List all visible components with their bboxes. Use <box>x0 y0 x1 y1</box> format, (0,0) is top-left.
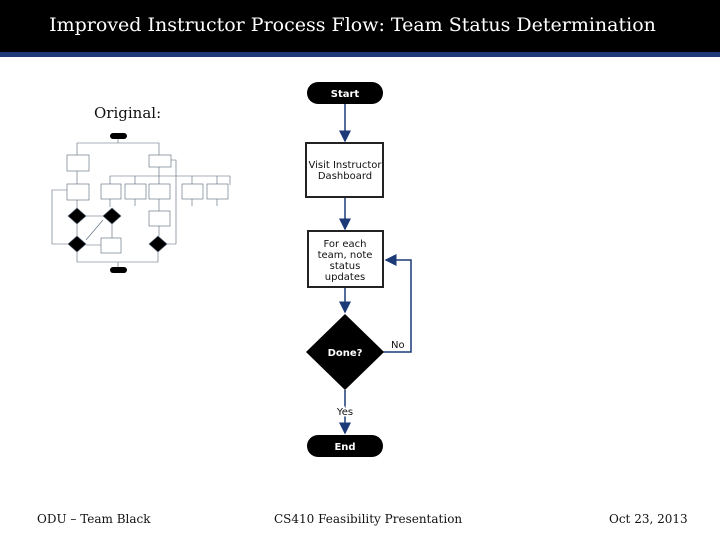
start-label: Start <box>331 89 360 100</box>
slide-title: Improved Instructor Process Flow: Team S… <box>49 14 656 36</box>
start-node <box>307 82 383 104</box>
step2-line4: updates <box>325 272 365 283</box>
step1-line2: Dashboard <box>318 171 372 182</box>
step1-line1: Visit Instructor <box>308 160 382 171</box>
visit-dashboard-node <box>305 142 384 198</box>
decision-label: Done? <box>328 348 363 359</box>
footer-left: ODU – Team Black <box>37 512 151 526</box>
header-rule <box>0 52 720 57</box>
original-label: Original: <box>94 104 162 122</box>
step2-line2: team, note <box>318 250 373 261</box>
header-bar <box>0 0 720 52</box>
end-label: End <box>334 442 355 453</box>
original-flowchart-thumbnail <box>51 133 231 273</box>
end-node <box>307 435 383 457</box>
step2-line3: status <box>330 261 361 272</box>
note-status-node <box>307 230 384 288</box>
footer-center: CS410 Feasibility Presentation <box>274 512 463 526</box>
done-decision-node <box>306 314 384 390</box>
improved-flowchart: Start Visit Instructor Dashboard For eac… <box>305 82 412 457</box>
footer-right: Oct 23, 2013 <box>609 512 688 526</box>
loop-arrow <box>383 254 412 353</box>
step2-line1: For each <box>324 239 367 250</box>
yes-label: Yes <box>336 407 353 418</box>
no-label: No <box>391 340 405 351</box>
